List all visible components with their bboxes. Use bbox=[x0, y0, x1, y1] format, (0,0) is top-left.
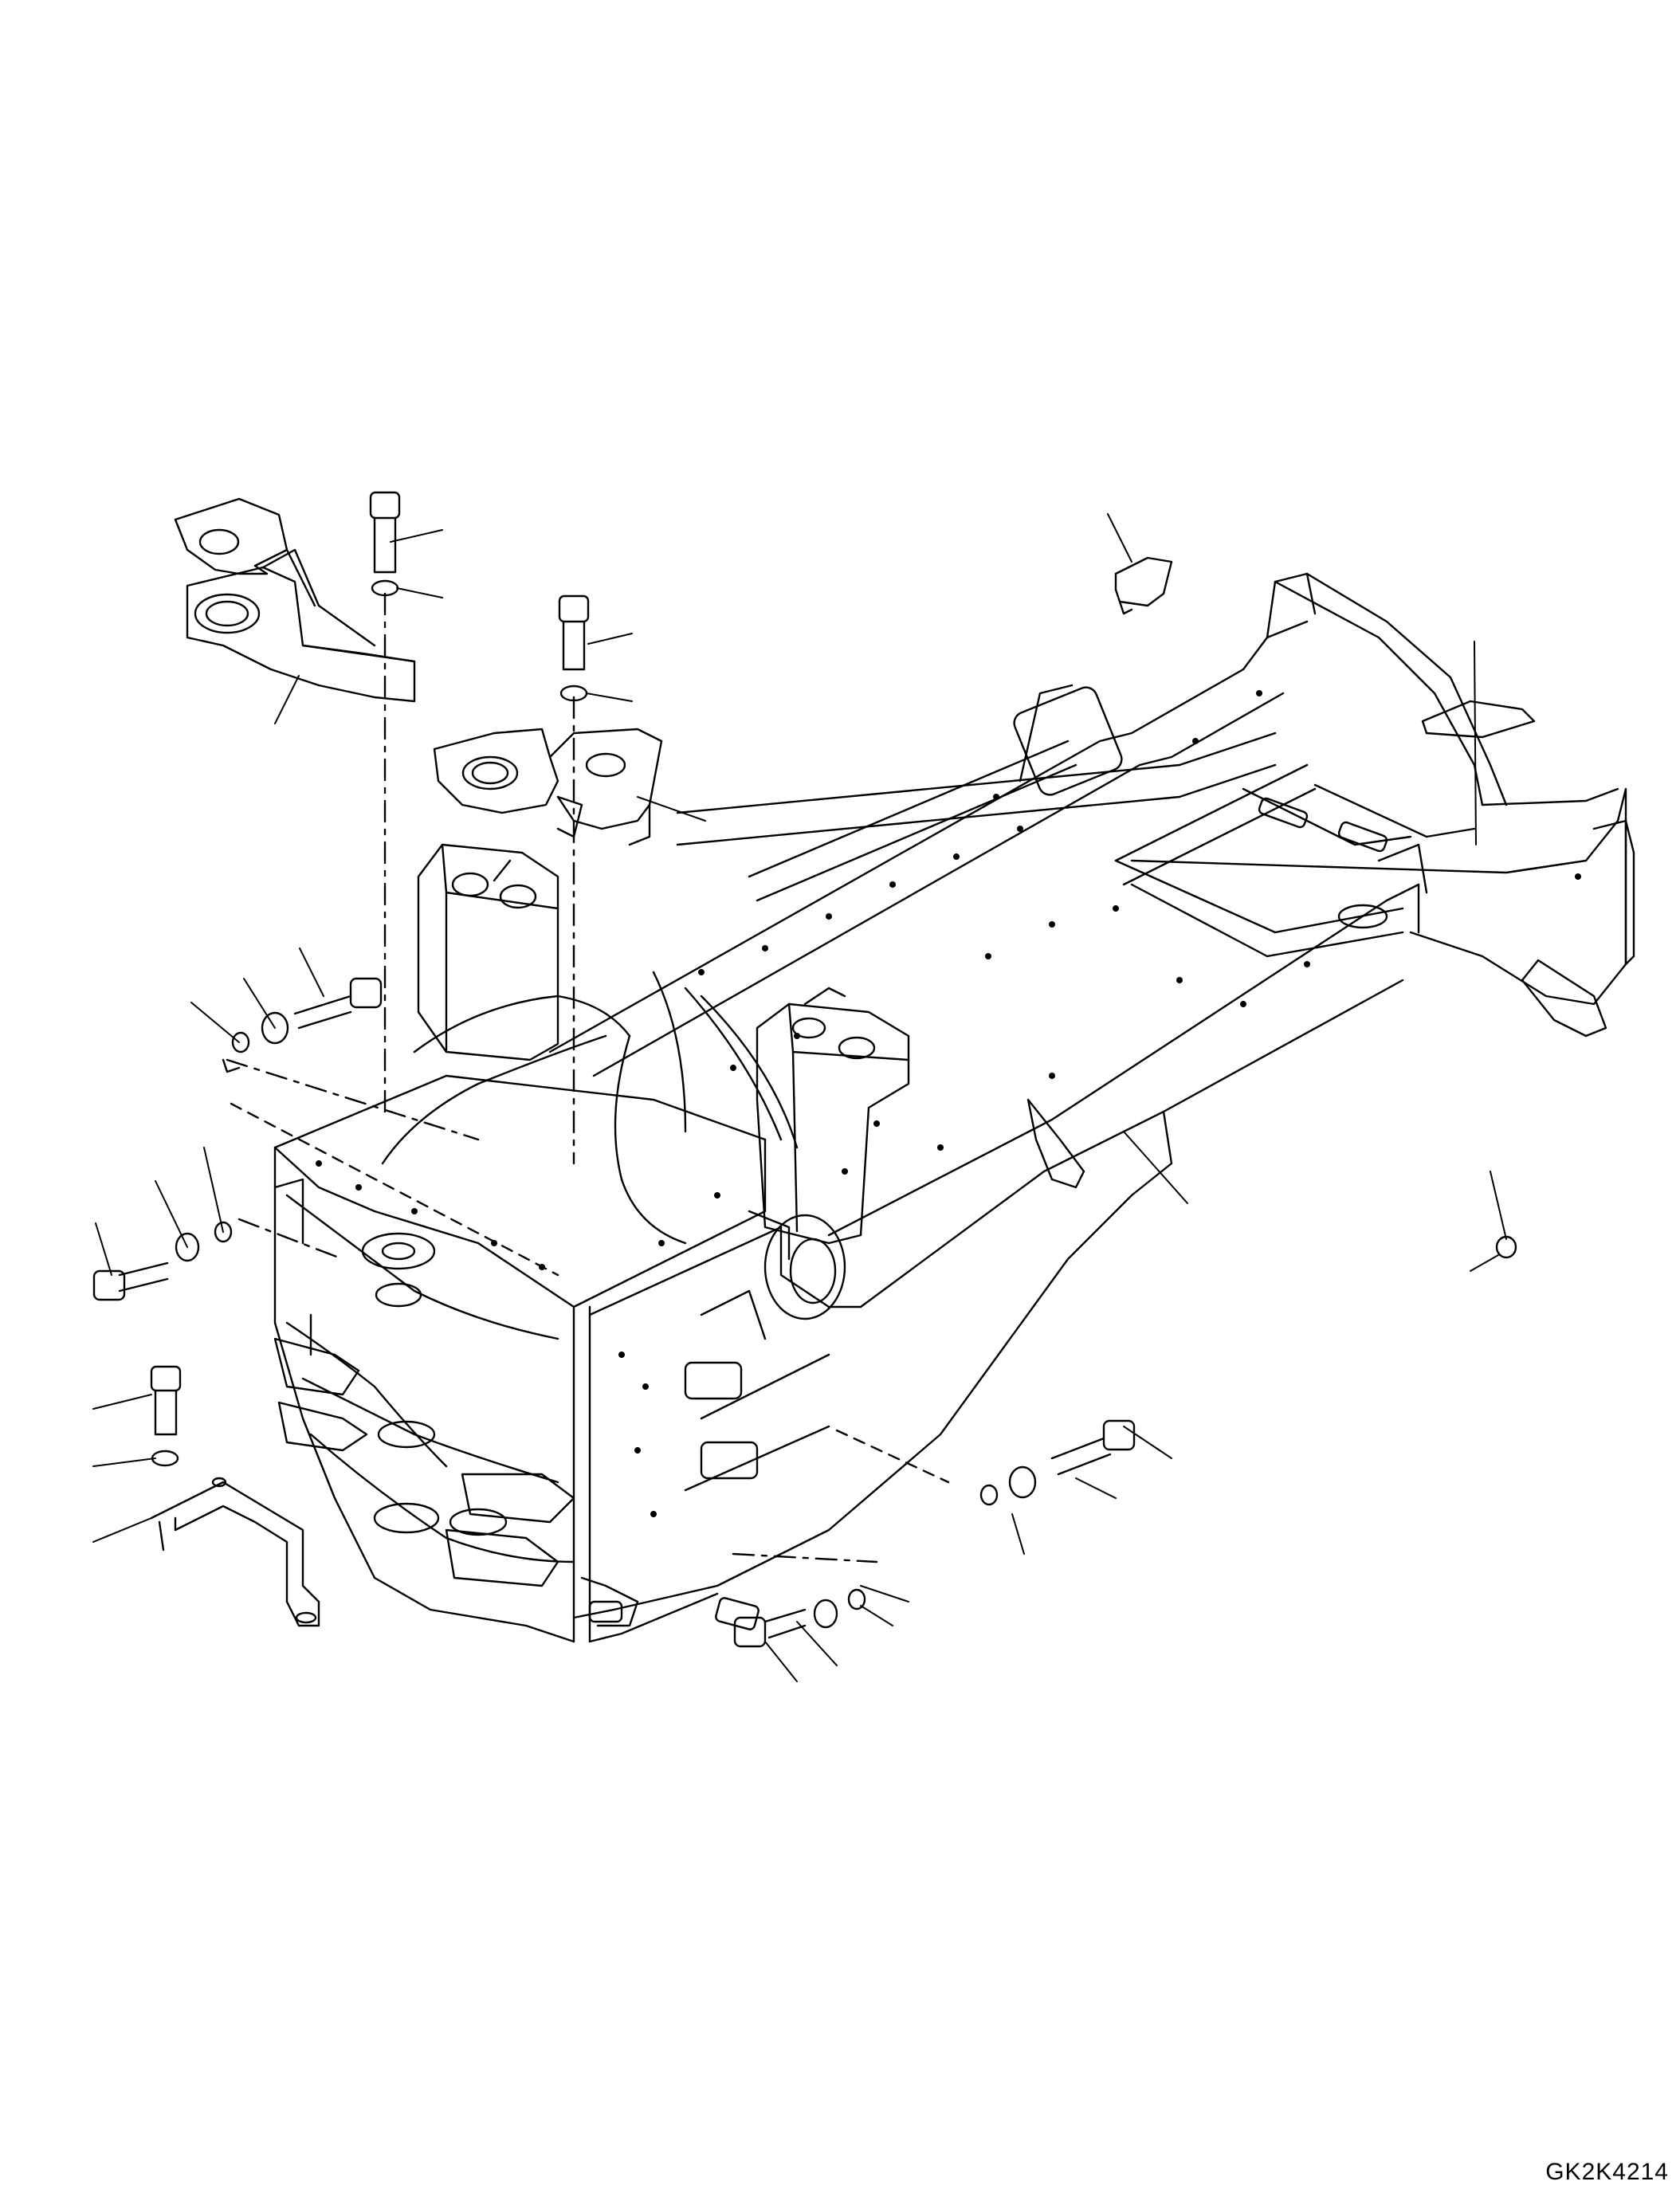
bolt-left-middle bbox=[222, 977, 480, 1141]
bracket-upper-left bbox=[174, 497, 416, 703]
lower-left-bracket bbox=[150, 1477, 320, 1627]
bracket-upper-center bbox=[433, 728, 663, 846]
drawing-code-label: GK2K4214 bbox=[1545, 2159, 1669, 2185]
leader-lines bbox=[92, 513, 1507, 1682]
bolt-upper-center bbox=[558, 594, 590, 1165]
bolt-bottom-center bbox=[732, 1552, 878, 1648]
bolt-upper-left bbox=[369, 491, 401, 1117]
fastener-dots bbox=[316, 690, 1581, 1517]
bolt-right-lower bbox=[979, 1419, 1136, 1506]
rear-pads bbox=[1026, 556, 1607, 1189]
tower-right bbox=[756, 987, 910, 1245]
tower-left bbox=[417, 843, 559, 1061]
main-frame bbox=[230, 572, 1635, 1643]
bolt-far-left-lower bbox=[150, 1365, 182, 1467]
bolt-left-lower bbox=[92, 1218, 344, 1301]
